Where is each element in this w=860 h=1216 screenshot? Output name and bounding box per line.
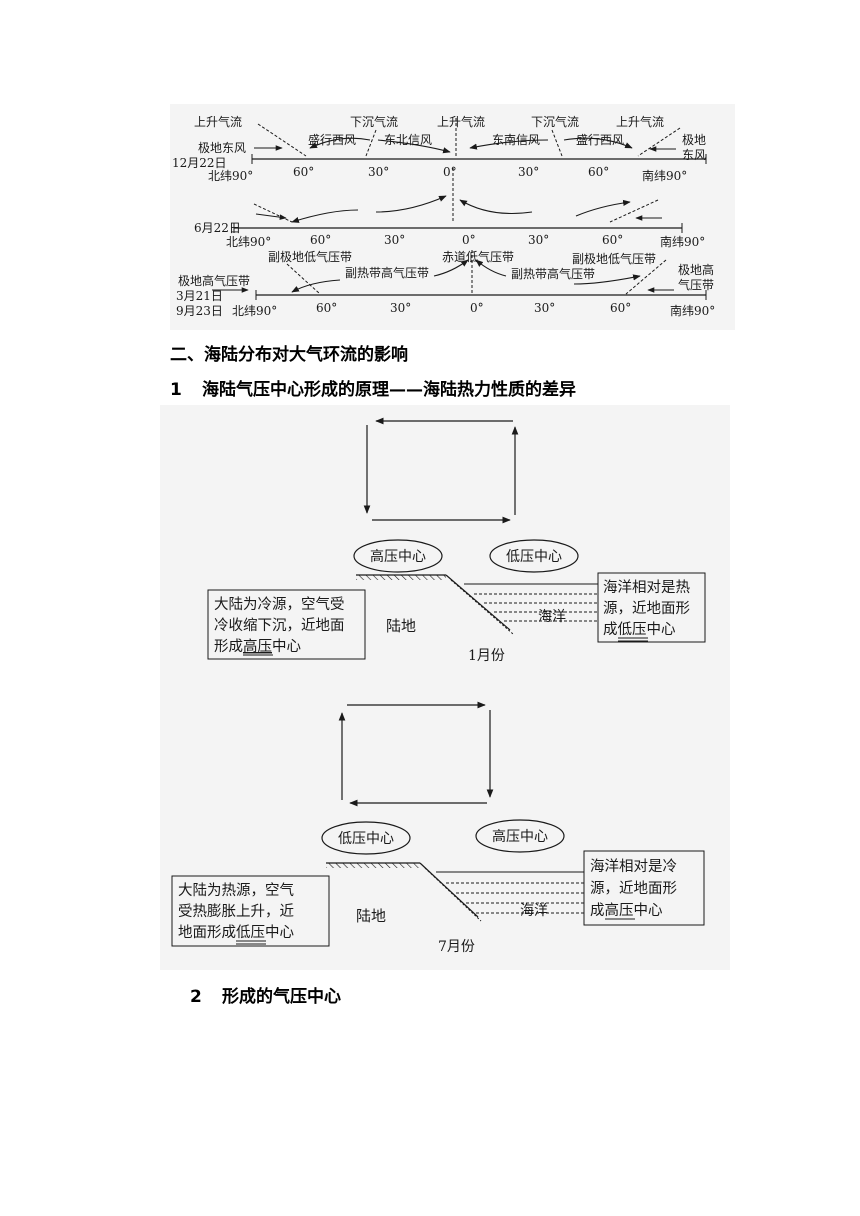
tick-label: 30° <box>368 165 389 179</box>
sea-pressure-center <box>475 819 565 853</box>
tick-label: 60° <box>588 165 609 179</box>
explanation-line: 源，近地面形 <box>590 880 677 897</box>
july-panel: 低压中心 高压中心 海洋 陆地 7月份 大陆为热源，空气 受热膨胀上升，近 地面… <box>171 701 705 955</box>
row-june: 6月22日 北纬90° 南纬90° 60° 30° 0° 30° 60° <box>194 168 705 249</box>
sea-pressure-center <box>489 539 579 573</box>
pressure-belt-label: 副热带高气压带 <box>345 265 429 280</box>
sea-label: 海洋 <box>538 609 566 625</box>
explanation-line: 海洋相对是热 <box>603 579 690 596</box>
wind-label: 盛行西风 <box>308 132 356 147</box>
land-pressure-label: 低压中心 <box>338 831 394 847</box>
explanation-line: 成低压中心 <box>603 621 676 638</box>
explanation-line: 大陆为冷源，空气受 <box>214 596 345 613</box>
lat-left-label: 北纬90° <box>208 169 253 183</box>
tick-label: 30° <box>518 165 539 179</box>
row-december: 12月22日 北纬90° 南纬90° 60° 30° 0° 30° 60° 上升… <box>172 114 707 183</box>
land-label: 陆地 <box>386 617 416 635</box>
lat-left-label: 北纬90° <box>226 235 271 249</box>
date-label: 3月21日 <box>176 289 223 303</box>
explanation-line: 源，近地面形 <box>603 600 690 617</box>
pressure-belt-label: 副极地低气压带 <box>268 249 352 264</box>
pressure-belt-label: 副极地低气压带 <box>572 251 656 266</box>
lat-left-label: 北纬90° <box>232 304 277 318</box>
explanation-line: 受热膨胀上升，近 <box>178 903 294 920</box>
land-label: 陆地 <box>356 907 386 925</box>
lat-right-label: 南纬90° <box>670 303 715 318</box>
month-label: 1月份 <box>468 648 505 664</box>
pressure-belt-label: 赤道低气压带 <box>442 249 514 264</box>
tick-label: 30° <box>390 301 411 315</box>
sea-explanation-box <box>597 572 706 643</box>
lat-right-label: 南纬90° <box>660 234 705 249</box>
date-label: 6月22日 <box>194 221 241 235</box>
wind-label: 东北信风 <box>384 133 432 147</box>
lat-right-label: 南纬90° <box>642 168 687 183</box>
tick-label: 60° <box>293 165 314 179</box>
explanation-line: 海洋相对是冷 <box>590 858 677 875</box>
explanation-line: 成高压中心 <box>590 902 663 919</box>
land-pressure-center <box>321 821 411 855</box>
sea-pressure-label: 高压中心 <box>492 828 548 845</box>
updraft-label: 上升气流 <box>437 114 485 129</box>
tick-label: 30° <box>528 233 549 247</box>
land-explanation-box <box>207 589 366 660</box>
tick-label: 0° <box>462 233 476 247</box>
updraft-label: 上升气流 <box>616 114 664 129</box>
sea-explanation-box <box>583 850 705 926</box>
explanation-line: 形成高压中心 <box>214 638 301 655</box>
downdraft-label: 下沉气流 <box>350 114 398 129</box>
updraft-label: 上升气流 <box>194 114 242 129</box>
polar-high-label: 极地高气压带 <box>178 273 250 288</box>
tick-label: 60° <box>610 301 631 315</box>
polar-easterly-label: 极地 <box>682 133 706 147</box>
row-equinox: 副极地低气压带 赤道低气压带 副极地低气压带 副热带高气压带 副热带高气压带 极… <box>176 249 715 318</box>
pressure-belt-label: 副热带高气压带 <box>511 266 595 281</box>
polar-high-label: 极地高 <box>678 262 714 277</box>
january-panel: 高压中心 低压中心 海洋 陆地 1月份 大陆为冷源，空气受 冷收缩下沉，近地面 … <box>207 417 706 664</box>
land-sea-figure: 高压中心 低压中心 海洋 陆地 1月份 大陆为冷源，空气受 冷收缩下沉，近地面 … <box>160 405 730 970</box>
month-label: 7月份 <box>438 939 475 955</box>
section-heading: 二、海陆分布对大气环流的影响 <box>170 345 408 365</box>
sea-pressure-label: 低压中心 <box>506 549 562 565</box>
land-pressure-center <box>353 539 443 573</box>
downdraft-label: 下沉气流 <box>531 114 579 129</box>
wind-label: 东南信风 <box>492 132 540 147</box>
sea-label: 海洋 <box>520 903 548 919</box>
polar-easterly-label: 东风 <box>682 148 706 162</box>
tick-label: 30° <box>384 233 405 247</box>
tick-label: 60° <box>316 301 337 315</box>
polar-high-label: 气压带 <box>678 277 714 292</box>
date-label: 12月22日 <box>172 156 227 170</box>
tick-label: 0° <box>443 165 457 179</box>
explanation-line: 冷收缩下沉，近地面 <box>214 617 345 634</box>
tick-label: 0° <box>470 301 484 315</box>
polar-easterly-label: 极地东风 <box>198 141 246 155</box>
tick-label: 30° <box>534 301 555 315</box>
land-explanation-box <box>171 875 330 947</box>
date-label: 9月23日 <box>176 304 223 318</box>
tick-label: 60° <box>310 233 331 247</box>
explanation-line: 地面形成低压中心 <box>178 924 294 941</box>
explanation-line: 大陆为热源，空气 <box>178 882 294 899</box>
tick-label: 60° <box>602 233 623 247</box>
land-pressure-label: 高压中心 <box>370 548 426 565</box>
pressure-belt-figure: 12月22日 北纬90° 南纬90° 60° 30° 0° 30° 60° 上升… <box>170 104 735 330</box>
